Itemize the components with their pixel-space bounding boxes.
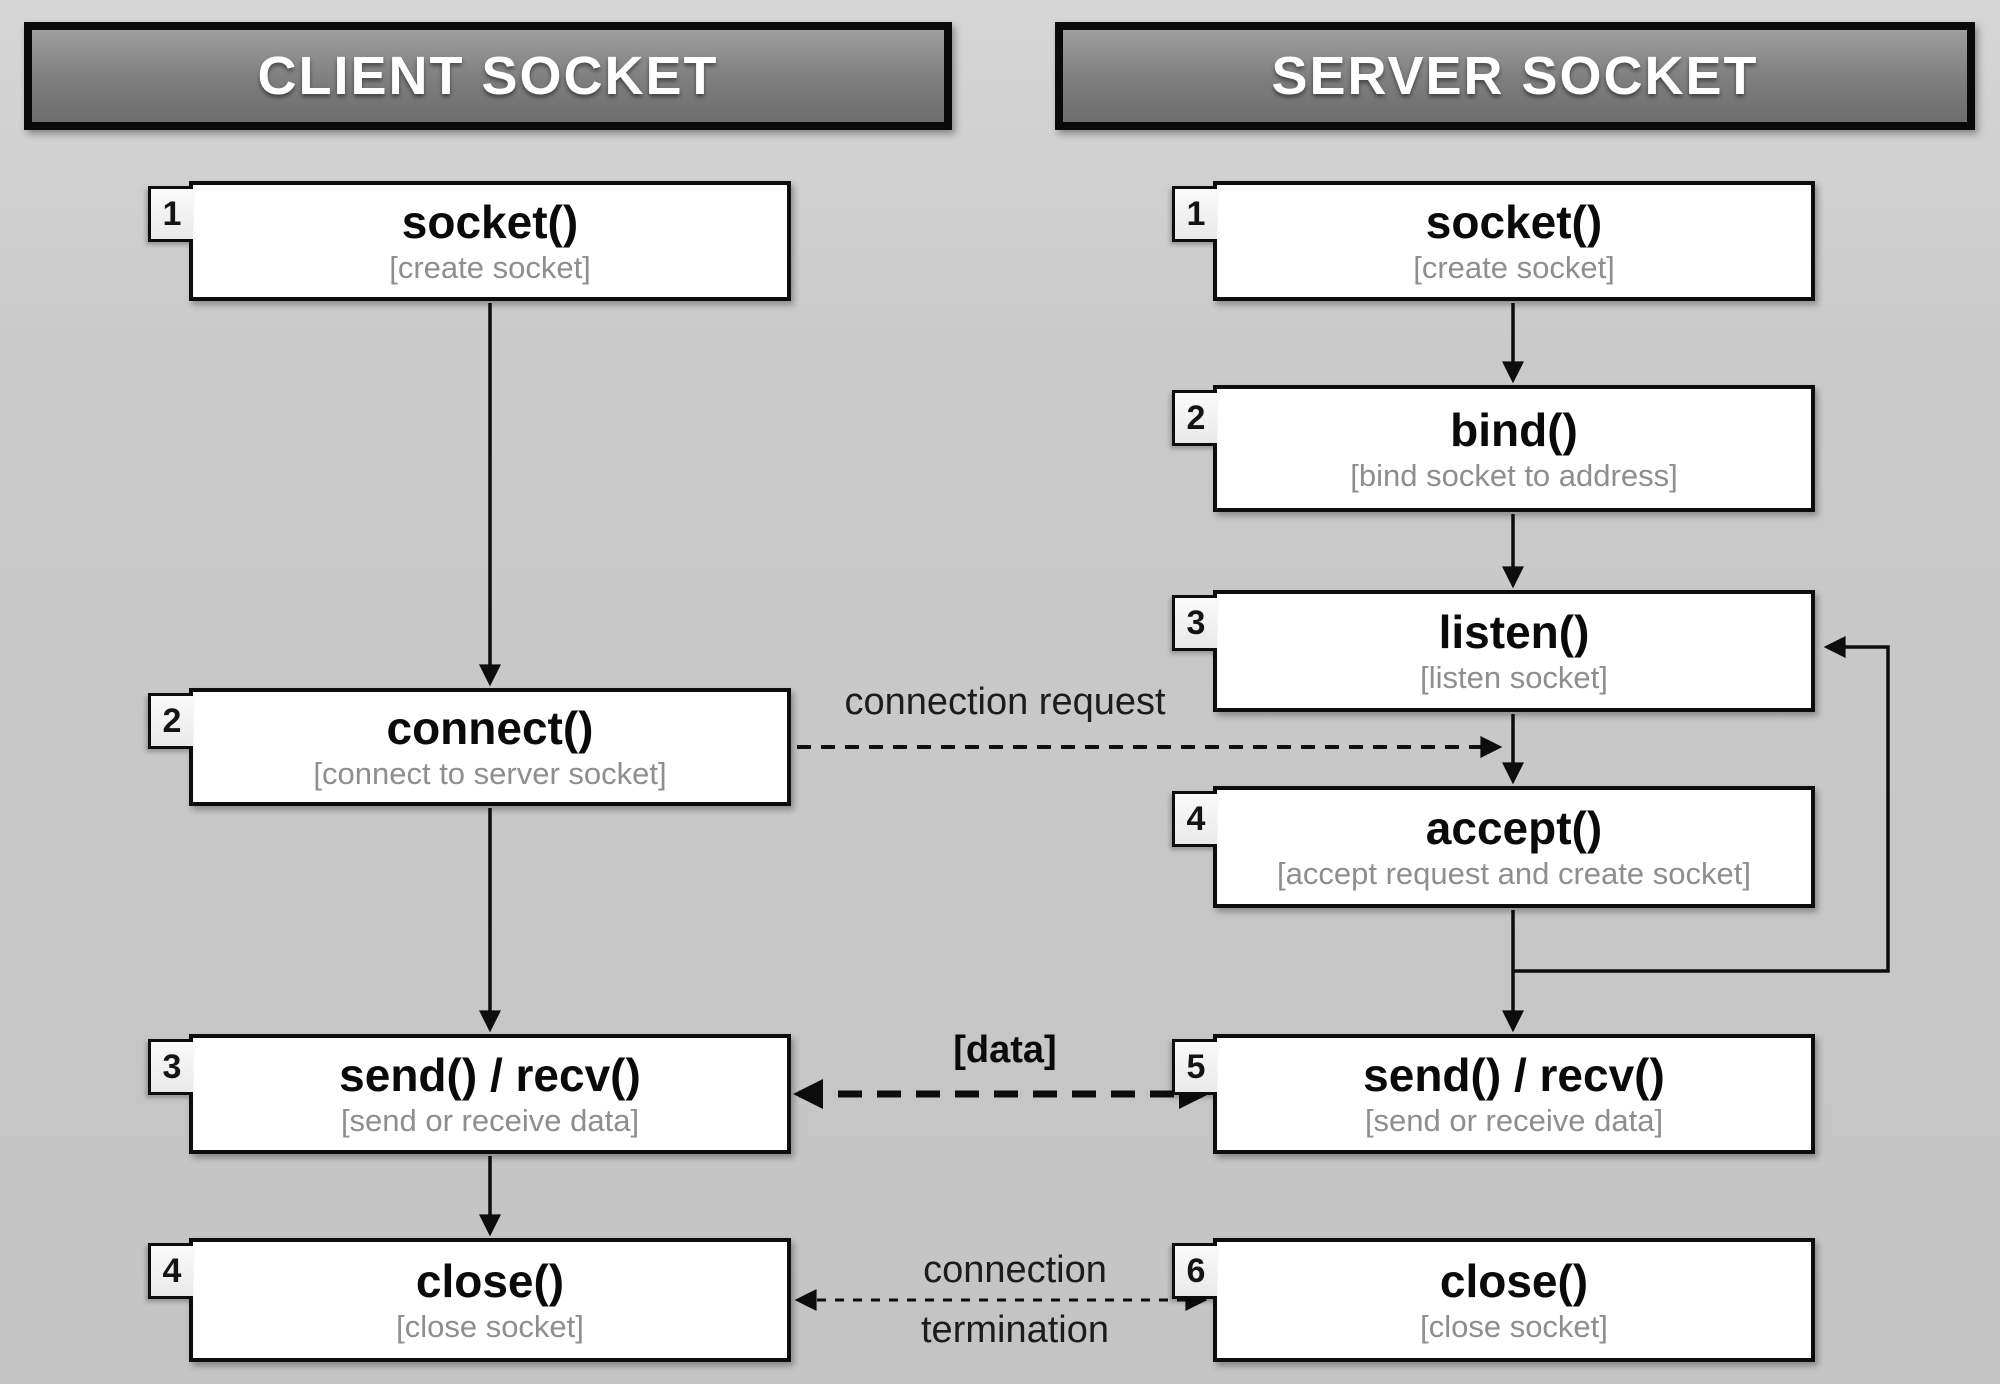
node-server-socket: 1 socket() [create socket] — [1172, 181, 1815, 301]
step-badge: 1 — [1172, 186, 1217, 242]
node-server-close: 6 close() [close socket] — [1172, 1238, 1815, 1362]
node-client-send-recv: 3 send() / recv() [send or receive data] — [148, 1034, 791, 1154]
node-client-close: 4 close() [close socket] — [148, 1238, 791, 1362]
node-subtitle: [listen socket] — [1420, 660, 1608, 695]
node-title: connect() — [386, 702, 594, 754]
node-server-accept: 4 accept() [accept request and create so… — [1172, 786, 1815, 908]
node-client-connect: 2 connect() [connect to server socket] — [148, 688, 791, 806]
node-subtitle: [bind socket to address] — [1350, 457, 1678, 493]
step-badge: 5 — [1172, 1039, 1217, 1095]
node-server-send-recv: 5 send() / recv() [send or receive data] — [1172, 1034, 1815, 1154]
data-label: [data] — [953, 1029, 1057, 1071]
client-socket-header: CLIENT SOCKET — [24, 22, 952, 130]
node-client-socket: 1 socket() [create socket] — [148, 181, 791, 301]
node-subtitle: [send or receive data] — [1364, 1103, 1664, 1138]
node-title: close() — [415, 1255, 565, 1307]
node-title: socket() — [1425, 196, 1603, 248]
step-badge: 2 — [1172, 390, 1217, 446]
node-subtitle: [create socket] — [389, 250, 591, 285]
node-subtitle: [accept request and create socket] — [1277, 856, 1751, 891]
termination-label-line1: connection — [923, 1249, 1107, 1291]
step-badge: 3 — [148, 1039, 193, 1095]
step-badge: 1 — [148, 186, 193, 242]
node-server-bind: 2 bind() [bind socket to address] — [1172, 385, 1815, 512]
node-title: close() — [1439, 1255, 1589, 1307]
step-badge: 3 — [1172, 595, 1217, 651]
node-title: bind() — [1450, 403, 1578, 456]
step-badge: 4 — [1172, 791, 1217, 847]
step-badge: 2 — [148, 693, 193, 749]
node-server-listen: 3 listen() [listen socket] — [1172, 590, 1815, 712]
step-badge: 4 — [148, 1243, 193, 1299]
connection-request-label: connection request — [844, 681, 1166, 723]
node-title: listen() — [1438, 606, 1590, 658]
node-subtitle: [close socket] — [1420, 1309, 1608, 1344]
node-subtitle: [close socket] — [396, 1309, 584, 1344]
node-subtitle: [create socket] — [1413, 250, 1615, 285]
node-title: send() / recv() — [339, 1049, 641, 1101]
node-subtitle: [connect to server socket] — [313, 756, 667, 791]
node-title: send() / recv() — [1363, 1049, 1665, 1101]
node-title: accept() — [1425, 802, 1603, 854]
server-socket-header: SERVER SOCKET — [1055, 22, 1975, 130]
step-badge: 6 — [1172, 1243, 1217, 1299]
termination-label-line2: termination — [921, 1309, 1109, 1351]
node-title: socket() — [401, 196, 579, 248]
node-subtitle: [send or receive data] — [340, 1103, 640, 1138]
